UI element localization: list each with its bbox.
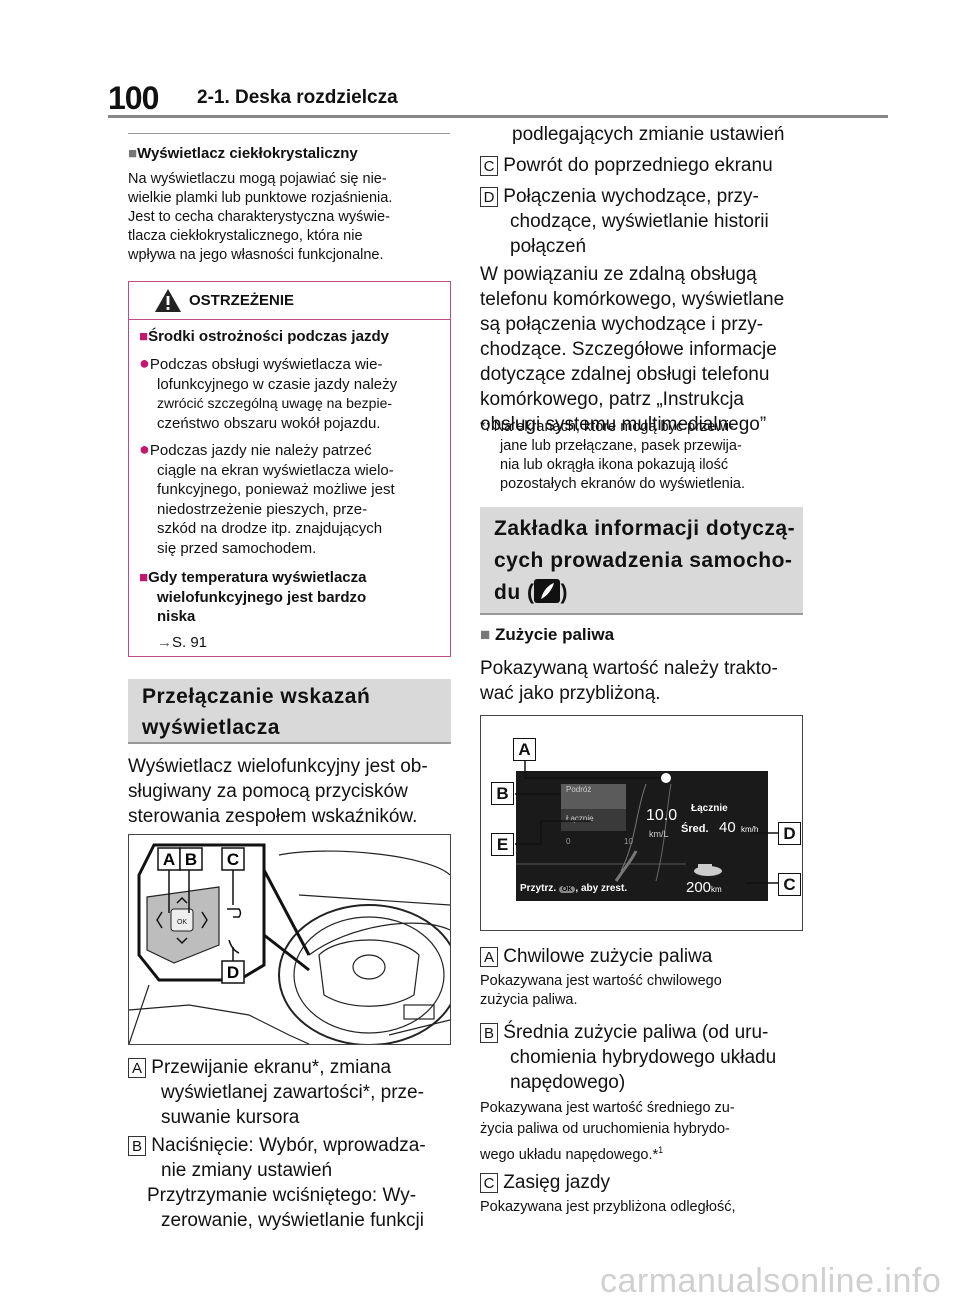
chapter-title: 2-1. Deska rozdzielcza (197, 87, 398, 108)
ok-badge: OK (558, 886, 576, 893)
display-callout-b: B (491, 782, 514, 805)
warning-ref: →S. 91 (157, 634, 208, 651)
avg-label: Śred. (681, 823, 709, 835)
warning-section2: ■Gdy temperatura wyświetlacza wielofunkc… (139, 569, 367, 625)
steering-wheel-illustration: OK A B C D (128, 834, 451, 1045)
fuel-label-b: B (480, 1023, 498, 1043)
callout-d-box (221, 960, 245, 984)
item-d-right: D Połączenia wychodzące, przy- chodzące,… (480, 184, 810, 259)
avg-value: 40 (719, 819, 736, 836)
label-c: C (480, 156, 498, 176)
footnote: *: Na ekranach, które mogą być przewi- j… (480, 419, 746, 492)
lcd-heading: ■Wyświetlacz ciekłokrystaliczny (128, 145, 358, 162)
ok-button-text: OK (177, 919, 187, 926)
item-c-right: C Powrót do poprzedniego ekranu (480, 153, 810, 178)
label-b: B (128, 1136, 146, 1156)
callout-a: A (163, 850, 175, 869)
lcd-body: Na wyświetlaczu mogą pojawiać się nie-wi… (128, 171, 393, 263)
fuel-item-b-title: B Średnia zużycie paliwa (od uru- chomie… (480, 1020, 810, 1095)
total-label: Łącznie (566, 814, 594, 823)
item-b-cont: podlegających zmianie ustawień (512, 124, 785, 145)
fuel-body: Pokazywaną wartość należy trakto-wać jak… (480, 658, 778, 704)
label-a: A (128, 1058, 146, 1078)
warning-triangle-icon (155, 289, 181, 312)
trip-label: Podróż (566, 785, 592, 794)
multi-info-display-illustration: Podróż Łącznie 10.0 km/L 0 10 Łącznie Śr… (480, 715, 803, 931)
fuel-heading: ■ Zużycie paliwa (480, 625, 615, 644)
scale-ten: 10 (624, 837, 633, 846)
fuel-label-a: A (480, 947, 498, 967)
section-driving-info: Zakładka informacji dotyczą- cych prowad… (480, 507, 803, 615)
kml-unit: km/L (649, 829, 669, 839)
warning-box: OSTRZEŻENIE ■Środki ostrożności podczas … (128, 281, 451, 657)
item-b-left: B Naciśnięcie: Wybór, wprowadza- nie zmi… (128, 1133, 458, 1233)
fuel-item-a-title: A Chwilowe zużycie paliwa (480, 944, 712, 969)
avg-unit: km/h (741, 825, 759, 834)
instant-value: 10.0 (646, 807, 678, 824)
scale-zero: 0 (566, 837, 571, 846)
fuel-item-c-body: Pokazywana jest przybliżona odległość, (480, 1199, 736, 1215)
driving-info-tab-icon (534, 579, 561, 603)
warning-bullet-2: ●Podczas jazdy nie należy patrzeć ciągle… (139, 439, 395, 557)
range-display: 200km (686, 879, 722, 896)
fuel-label-c: C (480, 1173, 498, 1193)
label-d: D (480, 187, 498, 207)
steering-wheel-drawing: OK A B C D (129, 843, 450, 1044)
section-driving-info-title: Zakładka informacji dotyczą- cych prowad… (494, 517, 796, 604)
reset-prompt: Przytrz. OK, aby zrest. (520, 883, 628, 894)
avg-title: Łącznie (691, 803, 728, 814)
callout-c-box (221, 847, 245, 871)
display-screen: Podróż Łącznie 10.0 km/L 0 10 Łącznie Śr… (516, 771, 768, 901)
display-callout-lines (515, 761, 781, 884)
warning-title: OSTRZEŻENIE (189, 292, 295, 309)
callout-b: B (185, 850, 197, 869)
display-callout-e: E (491, 833, 514, 856)
display-callout-a: A (513, 738, 536, 761)
display-callout-d: D (778, 822, 801, 845)
callout-d: D (227, 963, 239, 982)
warning-bullet-1: ●Podczas obsługi wyświetlacza wie- lofun… (139, 353, 398, 432)
watermark: carmanualsonline.info (600, 1262, 942, 1300)
callout-b-box (179, 847, 203, 871)
display-callout-c: C (778, 873, 801, 896)
section-rule (128, 133, 450, 134)
page-number: 100 (108, 80, 159, 116)
fuel-item-c-title: C Zasięg jazdy (480, 1170, 610, 1195)
warning-section1: ■Środki ostrożności podczas jazdy (139, 328, 389, 345)
callout-c: C (227, 850, 239, 869)
warning-header: OSTRZEŻENIE (129, 282, 450, 320)
fuel-item-b-body: Pokazywana jest wartość średniego zu-życ… (480, 1100, 735, 1163)
switching-body: Wyświetlacz wielofunkcyjny jest ob-sługi… (128, 756, 428, 827)
header-rule (108, 115, 888, 118)
item-a-left: A Przewijanie ekranu*, zmiana wyświetlan… (128, 1055, 458, 1130)
